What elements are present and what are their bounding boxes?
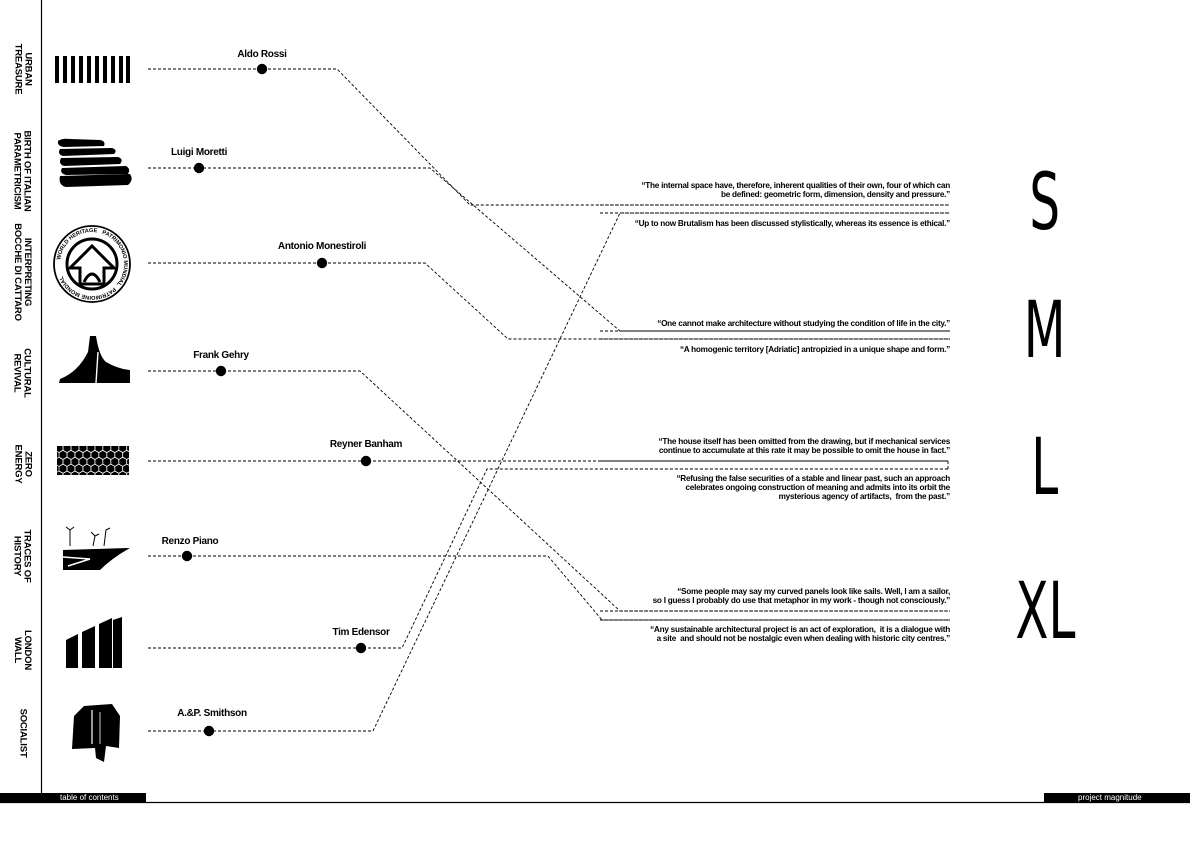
size-label-xl: XL: [1014, 567, 1076, 657]
quote-underlines: [600, 204, 950, 621]
quote-curved-panels: “Some people may say my curved panels lo…: [652, 587, 951, 605]
size-label-s: S: [1029, 158, 1061, 248]
architect-name-luigi-moretti: Luigi Moretti: [170, 147, 228, 158]
architect-dot: [181, 550, 193, 562]
quote-internal-space: “The internal space have, therefore, inh…: [641, 181, 950, 199]
curved-roof-silhouette-icon: [59, 336, 130, 384]
category-label-cultural-revival: CULTURAL REVIVAL: [12, 348, 34, 398]
architect-dot: [193, 162, 205, 174]
architect-dot: [203, 725, 215, 737]
project-magnitude-label: project magnitude: [1078, 793, 1142, 802]
world-heritage-emblem-icon: WORLD HERITAGE PATRIMONIO MUNDIAL PATRIM…: [53, 225, 131, 303]
connector-line: [148, 212, 950, 732]
architect-dot: [215, 365, 227, 377]
architect-dot: [360, 455, 372, 467]
architect-dot: [256, 63, 268, 75]
table-of-contents-bar: table of contents: [0, 793, 146, 803]
architect-dots: [181, 63, 372, 737]
category-label-italian-parametricism: BIRTH OF ITALIAN PARAMETRICISM: [12, 130, 33, 212]
architect-name-smithson: A.&P. Smithson: [177, 708, 247, 719]
category-label-traces-of-history: TRACES OF HISTORY: [12, 529, 33, 583]
hexagon-cell: [126, 470, 136, 481]
quote-mechanical-services: “The house itself has been omitted from …: [658, 437, 951, 455]
category-label-urban-treasure: URBAN TREASURE: [12, 43, 33, 95]
quote-brutalism: “Up to now Brutalism has been discussed …: [634, 219, 951, 228]
architect-name-aldo-rossi: Aldo Rossi: [237, 49, 287, 60]
connector-line: [148, 460, 950, 470]
ascending-blocks-icon: [66, 617, 122, 668]
connector-line: [148, 468, 950, 649]
quote-condition-of-life: “One cannot make architecture without st…: [657, 319, 950, 328]
quote-sustainable-project: “Any sustainable architectural project i…: [650, 625, 950, 643]
hexagon-grid-icon: [54, 442, 136, 481]
architect-dot: [316, 257, 328, 269]
project-magnitude-bar: project magnitude: [1044, 793, 1190, 803]
quote-linear-past: “Refusing the false securities of a stab…: [676, 474, 950, 501]
category-label-zero-energy: ZERO ENERGY: [11, 444, 33, 484]
category-label-socialist: SOCIALIST: [17, 708, 28, 758]
connector-line: [148, 262, 950, 340]
category-label-london-wall: LONDON WALL: [12, 630, 33, 670]
size-label-l: L: [1031, 423, 1059, 513]
table-of-contents-label: table of contents: [60, 793, 119, 802]
architect-name-tim-edensor: Tim Edensor: [332, 627, 390, 638]
architect-dot: [355, 642, 367, 654]
quote-homogenic-territory: “A homogenic territory [Adriatic] antrop…: [679, 345, 950, 354]
cantilever-ruin-icon: [62, 526, 130, 570]
architect-name-reyner-banham: Reyner Banham: [329, 439, 403, 450]
parametric-stack-icon: [57, 138, 132, 187]
category-label-bocche-di-cattaro: INTERPRETING BOCCHE DI CATTARO: [12, 223, 34, 321]
architect-name-frank-gehry: Frank Gehry: [193, 350, 249, 361]
architect-name-antonio-monestiroli: Antonio Monestiroli: [277, 241, 367, 252]
size-label-m: M: [1024, 286, 1066, 376]
brutalist-block-icon: [72, 704, 120, 762]
barcode-icon: [55, 56, 130, 83]
architect-name-renzo-piano: Renzo Piano: [161, 536, 219, 547]
